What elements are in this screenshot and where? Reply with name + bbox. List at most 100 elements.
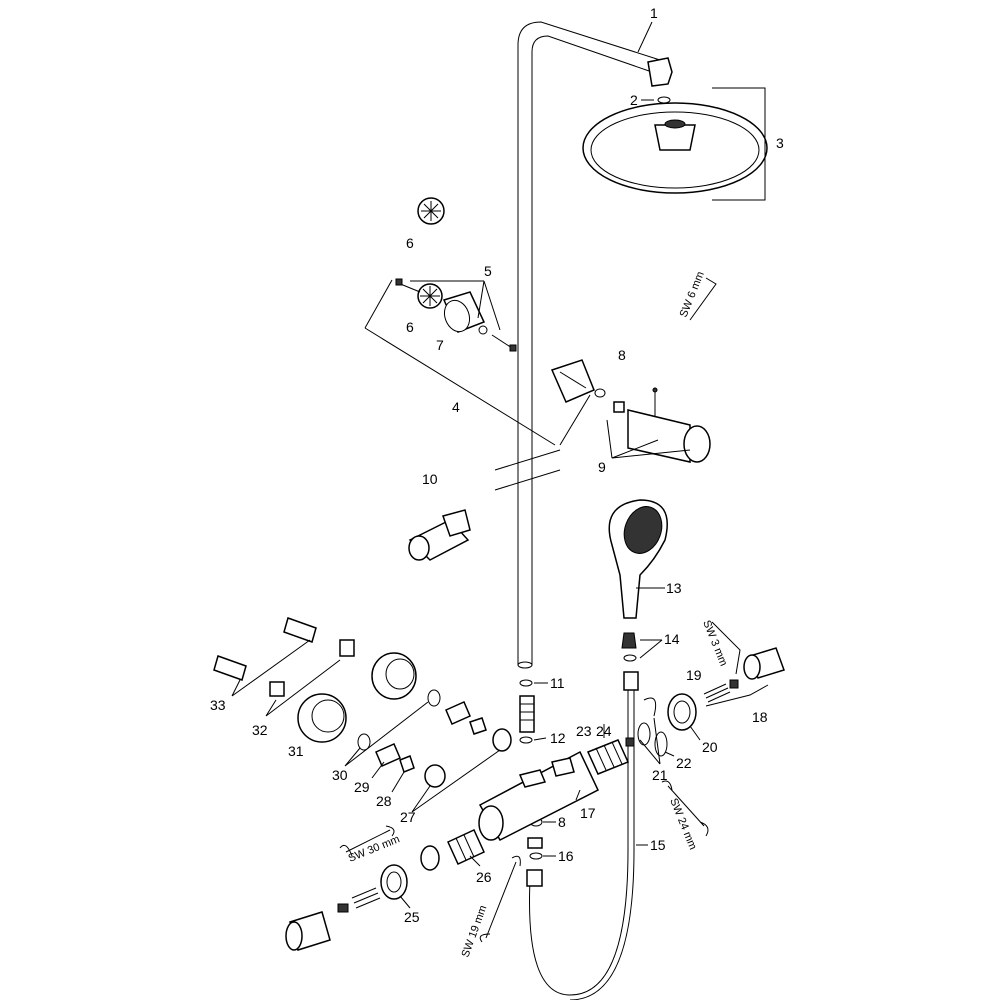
washer-30a	[427, 689, 441, 707]
callout-19: 19	[686, 667, 702, 683]
nut-27d	[424, 764, 446, 788]
callout-6-top: 6	[406, 235, 414, 251]
o-ring-12	[519, 736, 533, 744]
callout-11: 11	[550, 675, 565, 691]
check-valve-27a	[445, 701, 471, 725]
leader-22	[664, 751, 675, 757]
callout-13: 13	[666, 580, 682, 596]
rosette-6-mid	[417, 283, 443, 309]
washer-16	[529, 852, 543, 860]
leader-12	[533, 737, 547, 741]
callout-8-lower: 8	[558, 814, 566, 830]
handle-25	[285, 911, 331, 951]
tool-label-sw3: SW 3 mm	[700, 619, 729, 668]
ring-21	[637, 722, 651, 746]
fitting-32	[339, 639, 355, 657]
adapter-20	[667, 693, 697, 731]
hand-shower-13	[608, 499, 668, 619]
callout-29: 29	[354, 779, 370, 795]
washer-14	[623, 654, 637, 662]
leader-14	[639, 639, 663, 659]
leader-9	[606, 419, 691, 459]
callout-31: 31	[288, 743, 304, 759]
hand-shower-slider-8	[550, 359, 595, 403]
filter-28	[399, 755, 415, 773]
wrench-sw30	[339, 825, 395, 857]
callout-28: 28	[376, 793, 392, 809]
callout-24: 24	[596, 723, 612, 739]
screw-5-right	[491, 334, 517, 352]
shower-arm-connector	[647, 57, 673, 87]
leader-17	[575, 789, 581, 801]
callout-20: 20	[702, 739, 718, 755]
callout-30: 30	[332, 767, 348, 783]
o-ring-11	[519, 679, 533, 687]
wrench-sw24	[661, 780, 709, 837]
leader-32	[265, 659, 341, 717]
cap-32-large	[371, 652, 417, 700]
holder-body-9	[627, 409, 711, 463]
rosette-6-top	[417, 197, 445, 225]
leader-5	[410, 280, 501, 331]
spring-25	[351, 887, 381, 909]
callout-16: 16	[558, 848, 574, 864]
cap-31	[297, 693, 347, 743]
leader-29	[371, 761, 385, 779]
callout-5: 5	[484, 263, 492, 279]
washer-5	[478, 325, 488, 335]
callout-22: 22	[676, 755, 692, 771]
leader-18	[705, 684, 769, 707]
union-33-upper	[283, 617, 317, 643]
nut-26a	[420, 845, 440, 871]
callout-26: 26	[476, 869, 492, 885]
callout-15: 15	[650, 837, 666, 853]
callout-1: 1	[650, 5, 658, 21]
callout-18: 18	[752, 709, 768, 725]
leader-28	[391, 771, 405, 793]
hand-shower-holder-10	[408, 509, 471, 561]
tool-label-sw19: SW 19 mm	[460, 904, 490, 959]
callout-4: 4	[452, 399, 460, 415]
spring-19	[703, 679, 739, 703]
leader-1	[637, 21, 653, 53]
screw-25	[337, 903, 349, 913]
callout-25: 25	[404, 909, 420, 925]
callout-32: 32	[252, 722, 268, 738]
callout-9: 9	[598, 459, 606, 475]
callout-14: 14	[664, 631, 680, 647]
fitting-32b	[269, 681, 285, 697]
callout-23: 23	[576, 723, 592, 739]
callout-33: 33	[210, 697, 226, 713]
connector-12	[519, 695, 535, 733]
o-ring-8-upper	[594, 388, 606, 398]
leader-33	[231, 639, 311, 697]
callout-6-mid: 6	[406, 319, 414, 335]
callout-17: 17	[580, 805, 596, 821]
cartridge-26	[447, 829, 485, 865]
callout-7: 7	[436, 337, 444, 353]
leader-20	[689, 725, 701, 741]
screw-5-left	[395, 278, 421, 293]
leader-8-slider	[559, 394, 591, 446]
clip-21	[643, 697, 657, 717]
leader-27	[411, 749, 501, 813]
riser-pipe	[494, 21, 661, 669]
screw-9-small	[613, 401, 625, 413]
shower-hose-15	[526, 671, 639, 1000]
leader-30	[344, 701, 429, 767]
check-valve-29	[375, 743, 401, 767]
thermostat-body-17	[478, 750, 599, 841]
leader-21	[639, 717, 661, 765]
leader-26	[469, 855, 481, 867]
leader-4	[364, 279, 556, 446]
callout-8-upper: 8	[618, 347, 626, 363]
pin-9	[652, 387, 658, 418]
callout-21: 21	[652, 767, 668, 783]
nozzle-14	[621, 632, 637, 649]
callout-27: 27	[400, 809, 416, 825]
washer-30b	[357, 733, 371, 751]
bracket-3	[712, 87, 766, 201]
tool-label-sw6: SW 6 mm	[678, 270, 707, 319]
allen-key-sw6	[689, 277, 717, 321]
